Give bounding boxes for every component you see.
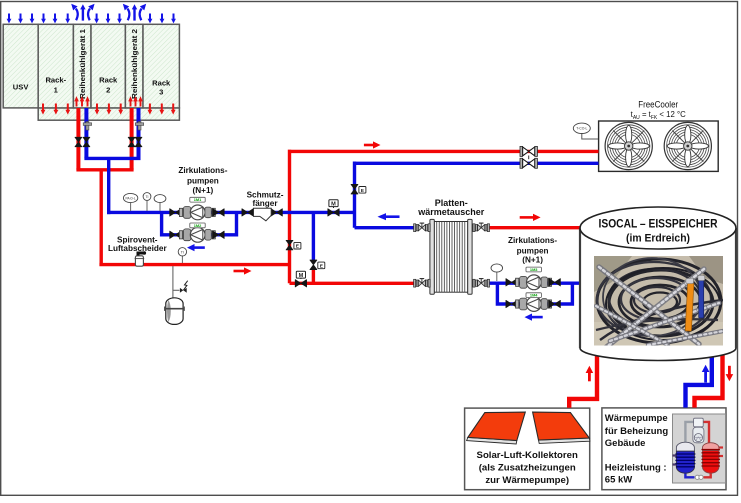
svg-text:1M3: 1M3 [530,267,538,272]
svg-text:TI: TI [145,195,148,199]
svg-text:2: 2 [106,86,110,95]
svg-text:Heizleistung :: Heizleistung : [605,463,667,474]
svg-text:T-CO-L: T-CO-L [576,127,587,131]
svg-text:1M1: 1M1 [194,197,202,202]
svg-text:1M2: 1M2 [194,223,202,228]
svg-text:ISOCAL – EISSPEICHER: ISOCAL – EISSPEICHER [599,216,718,230]
svg-text:3: 3 [159,88,163,97]
svg-text:Gebäude: Gebäude [605,438,646,449]
svg-text:(im Erdreich): (im Erdreich) [626,232,690,244]
svg-text:M: M [331,201,336,207]
svg-text:wärmetauscher: wärmetauscher [417,207,485,217]
svg-text:M: M [299,273,304,279]
svg-text:(als Zusatzheizungen: (als Zusatzheizungen [479,463,576,474]
svg-text:1M4: 1M4 [530,293,538,298]
svg-text:Reihenkühlgerät 2: Reihenkühlgerät 2 [130,29,139,99]
svg-text:Solar-Luft-Kollektoren: Solar-Luft-Kollektoren [477,450,578,461]
svg-text:Rack: Rack [99,76,118,85]
svg-text:Wärmepumpe: Wärmepumpe [605,413,668,424]
svg-text:TI: TI [181,250,184,254]
svg-text:Platten-: Platten- [435,198,468,208]
svg-text:E: E [320,263,324,269]
svg-text:Rack-: Rack- [45,76,66,85]
svg-text:Spirovent-: Spirovent- [117,236,158,245]
svg-text:zur Wärmepumpe): zur Wärmepumpe) [485,475,569,486]
svg-text:(N+1): (N+1) [193,186,214,195]
svg-text:1: 1 [54,86,59,95]
svg-text:E: E [361,188,365,194]
svg-text:Reihenkühlgerät 1: Reihenkühlgerät 1 [78,29,87,99]
svg-text:FreeCooler: FreeCooler [638,99,678,109]
svg-text:pumpen: pumpen [187,177,219,186]
svg-text:für Beheizung: für Beheizung [605,426,669,437]
svg-text:USV: USV [13,83,30,92]
svg-text:Zirkulations-: Zirkulations- [178,166,227,175]
svg-text:Luftabscheider: Luftabscheider [108,244,168,253]
svg-text:PA-D-L: PA-D-L [125,196,135,200]
svg-text:tAU = tFK < 12 °C: tAU = tFK < 12 °C [631,110,686,121]
svg-text:(N+1): (N+1) [522,255,543,264]
svg-text:Schmutz-: Schmutz- [247,191,284,200]
svg-text:Zirkulations-: Zirkulations- [508,236,557,245]
svg-text:E: E [296,244,300,250]
svg-text:Rack: Rack [152,79,171,88]
svg-text:pumpen: pumpen [517,246,549,255]
svg-text:65 kW: 65 kW [605,474,632,485]
svg-text:fänger: fänger [252,199,278,208]
